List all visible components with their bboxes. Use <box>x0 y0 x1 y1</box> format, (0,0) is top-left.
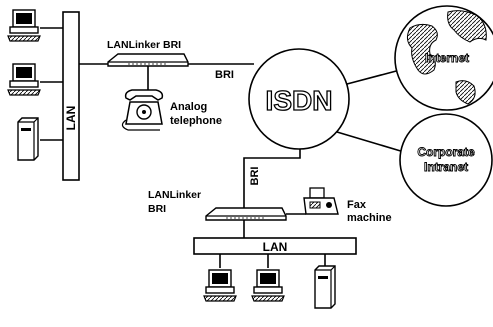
lan-vertical-label: LAN <box>64 106 78 131</box>
bri-vertical-label: BRI <box>249 167 261 186</box>
telephone-icon <box>121 89 164 131</box>
tower-server-icon <box>314 265 336 309</box>
isdn-network-circle <box>248 48 350 150</box>
lanlinker-top-label: LANLinker BRI <box>107 39 181 51</box>
globe-icon <box>394 5 493 111</box>
corporate-label-line1: Corporate <box>417 145 475 159</box>
lanlinker-bottom-label-line2: BRI <box>148 203 166 215</box>
analog-telephone-label-line1: Analog <box>170 101 207 113</box>
isdn-label: ISDN <box>266 85 333 116</box>
corporate-label-line2: Intranet <box>424 160 468 174</box>
fax-machine-label-line1: Fax <box>347 199 367 211</box>
desktop-computer-icon <box>251 269 285 302</box>
desktop-computer-icon <box>7 9 41 42</box>
bri-top-label: BRI <box>215 69 234 81</box>
desktop-computer-icon <box>203 269 237 302</box>
tower-server-icon <box>17 117 39 161</box>
fax-machine-label-line2: machine <box>347 212 392 224</box>
lanlinker-router-top <box>107 53 189 67</box>
desktop-computer-icon <box>7 63 41 96</box>
lanlinker-router-bottom <box>205 207 287 221</box>
lan-bottom-bar <box>193 237 357 255</box>
lan-bottom-label: LAN <box>263 240 288 254</box>
lanlinker-bottom-label-line1: LANLinker <box>148 189 201 201</box>
lan-vertical-bar <box>62 11 80 181</box>
internet-label: Internet <box>425 51 469 65</box>
fax-machine-icon <box>303 187 339 215</box>
analog-telephone-label-line2: telephone <box>170 115 222 127</box>
corporate-intranet-circle <box>399 113 493 207</box>
